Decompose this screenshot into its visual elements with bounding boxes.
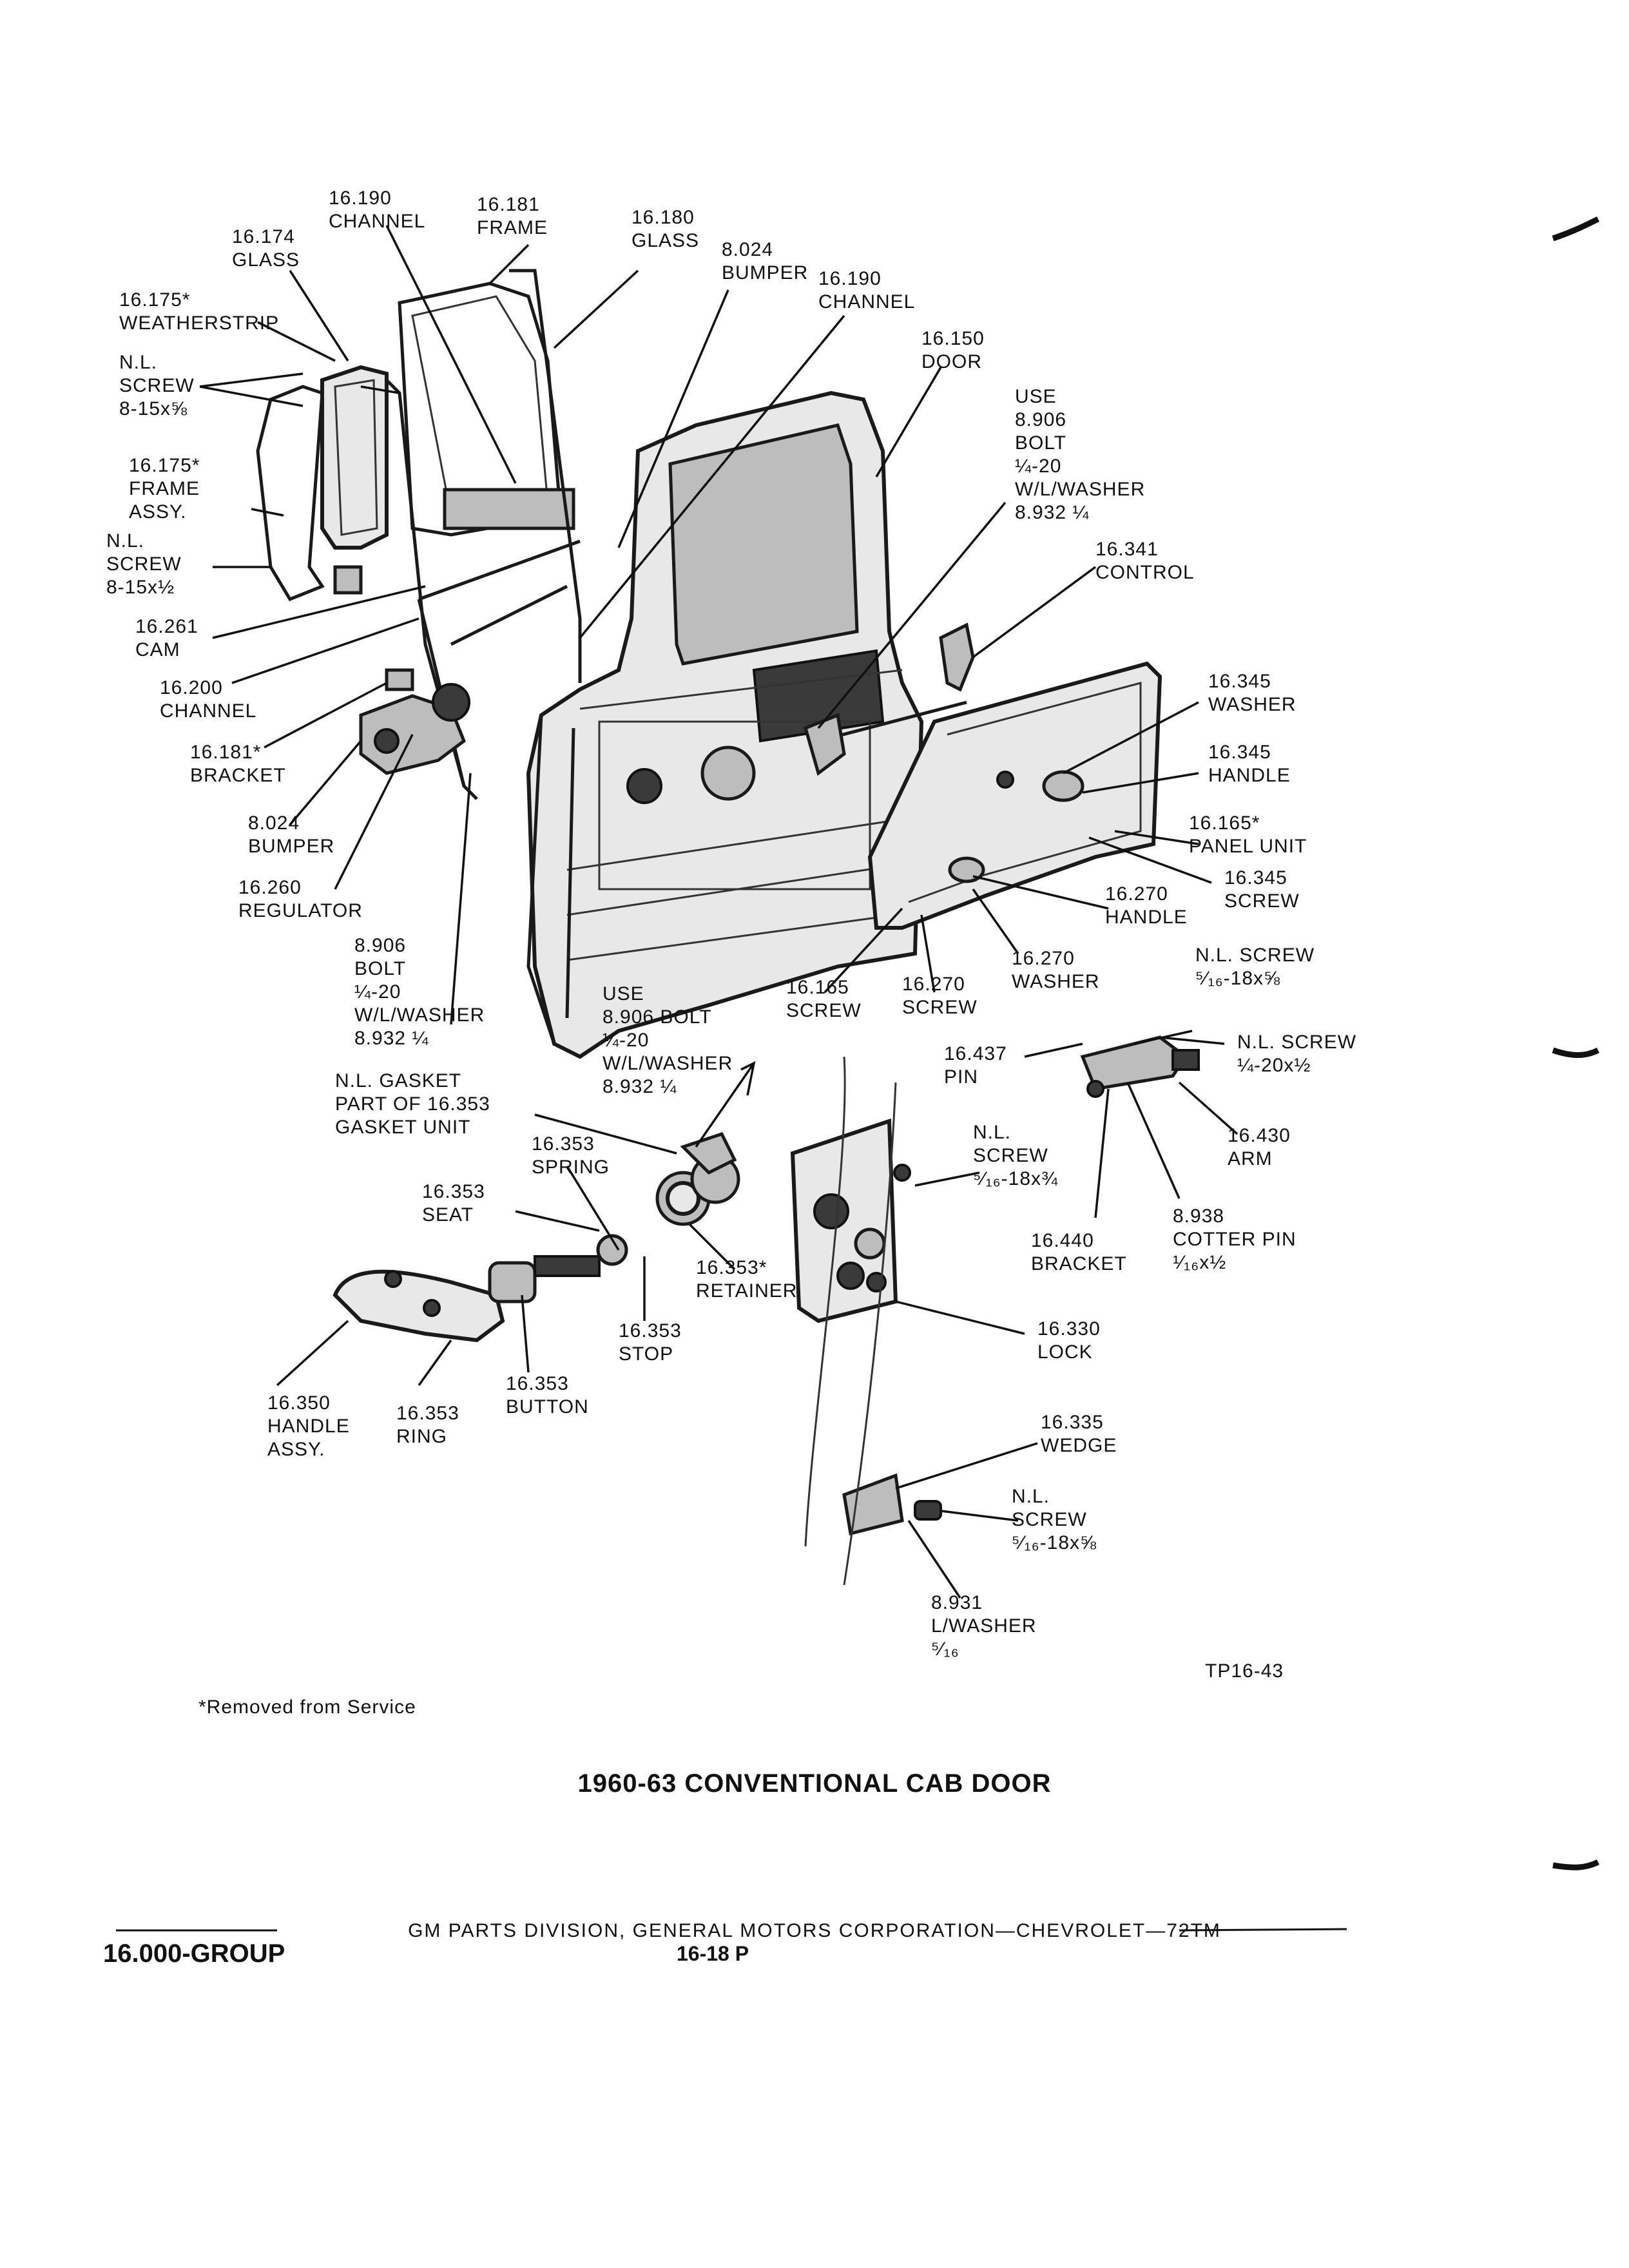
- window-frame-part: [398, 282, 575, 537]
- binder-marks: [1552, 216, 1600, 1870]
- door-jamb-outline: [804, 1056, 897, 1586]
- figure-code: TP16-43: [1205, 1660, 1284, 1682]
- page-number: 16-18 P: [677, 1942, 749, 1965]
- control-part: [803, 622, 975, 776]
- footer-rules: [116, 1928, 1347, 1932]
- lock-part: [790, 1118, 911, 1323]
- door-shell-part: [526, 390, 924, 1059]
- group-number: 16.000-GROUP: [103, 1939, 285, 1968]
- inner-panel-part: [867, 661, 1162, 930]
- callout-panel-unit-16-165: 16.165*PANEL UNIT: [1189, 812, 1307, 857]
- leader-lines: [199, 225, 1239, 1599]
- callout-weatherstrip-16-175: 16.175*WEATHERSTRIP: [119, 289, 280, 334]
- callout-bracket-16-181: 16.181*BRACKET: [190, 742, 286, 786]
- page-title: 1960-63 CONVENTIONAL CAB DOOR: [577, 1769, 1052, 1798]
- removed-from-service-note: *Removed from Service: [198, 1696, 416, 1718]
- outside-handle-part: [333, 1234, 628, 1343]
- vent-frame-part: [256, 365, 389, 602]
- callout-retainer-16-353: 16.353*RETAINER: [696, 1257, 798, 1302]
- door-check-part: [1080, 1035, 1200, 1098]
- publisher-footer: GM PARTS DIVISION, GENERAL MOTORS CORPOR…: [408, 1920, 1221, 1941]
- handle-hardware-part: [655, 1131, 740, 1226]
